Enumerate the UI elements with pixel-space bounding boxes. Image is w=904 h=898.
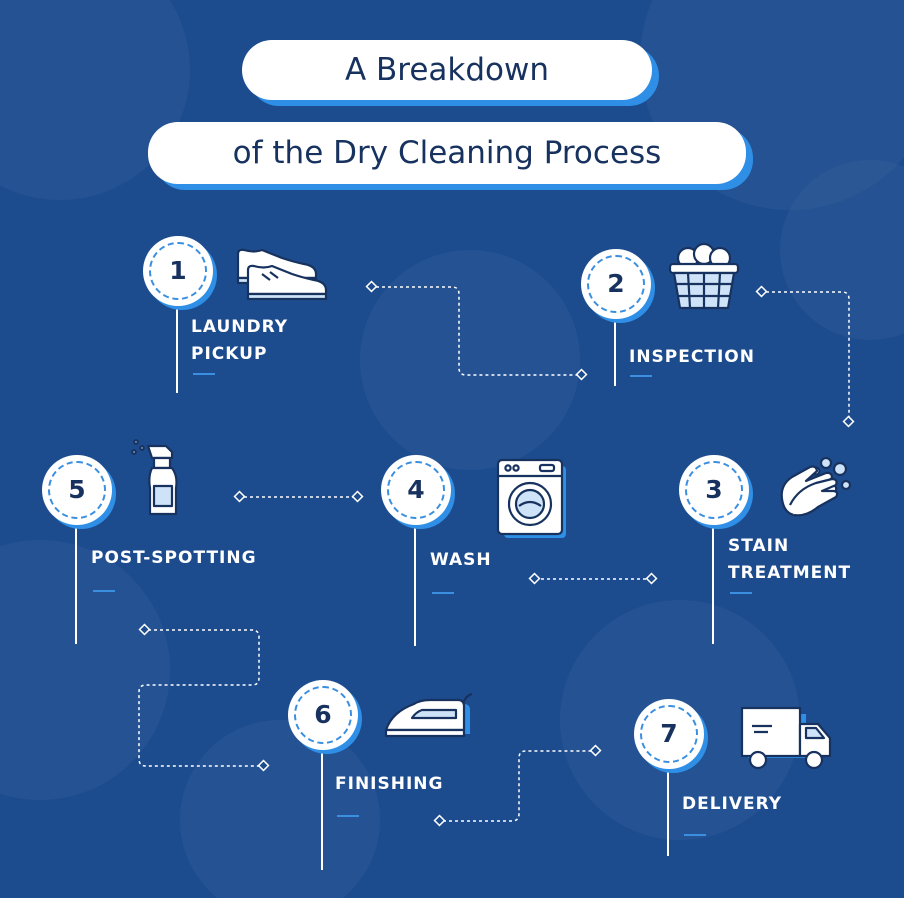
connector-1-2 (376, 286, 578, 376)
step-5-underline (93, 590, 115, 592)
step-1-label: LAUNDRY PICKUP (191, 314, 288, 368)
connector-node (365, 280, 378, 293)
connector-2-3 (766, 291, 850, 418)
step-2-line (614, 318, 616, 386)
step-1-badge: 1 (143, 236, 213, 306)
connector-node (433, 814, 446, 827)
step-5-line (75, 524, 77, 644)
step-6-label: FINISHING (335, 771, 443, 798)
connector-6-7 (443, 750, 592, 822)
connector-5-6 (138, 629, 260, 767)
step-6-line (321, 748, 323, 870)
step-3-label: STAIN TREATMENT (728, 533, 851, 587)
connector-node (233, 490, 246, 503)
step-5-number: 5 (68, 475, 86, 504)
step-6-badge: 6 (288, 680, 358, 750)
step-2-number: 2 (607, 269, 625, 298)
step-1-underline (193, 373, 215, 375)
sneakers-icon (236, 248, 328, 300)
step-2-badge: 2 (581, 249, 651, 319)
connector-node (842, 415, 855, 428)
connector-node (257, 759, 270, 772)
spray-bottle-icon (131, 439, 178, 516)
step-6-number: 6 (314, 700, 332, 729)
step-4-number: 4 (407, 475, 425, 504)
step-4-line (414, 524, 416, 646)
washing-hands-icon (780, 456, 852, 517)
step-2-label: INSPECTION (629, 344, 755, 371)
step-2-label-line: INSPECTION (629, 347, 755, 367)
step-4-underline (432, 592, 454, 594)
step-4-label: WASH (430, 547, 492, 574)
step-1-label-line: PICKUP (191, 344, 268, 364)
step-3-underline (730, 592, 752, 594)
step-7-label: DELIVERY (682, 791, 782, 818)
step-1-label-line: LAUNDRY (191, 317, 289, 337)
washing-machine-icon (496, 458, 566, 538)
connector-node (755, 285, 768, 298)
title-line-2: of the Dry Cleaning Process (148, 122, 746, 184)
step-5-label-line: POST-SPOTTING (91, 548, 257, 568)
step-4-label-line: WASH (430, 550, 492, 570)
delivery-truck-icon (740, 706, 832, 770)
step-7-number: 7 (660, 719, 678, 748)
connector-node (645, 572, 658, 585)
step-6-label-line: FINISHING (335, 774, 444, 794)
connector-node (575, 368, 588, 381)
step-5-label: POST-SPOTTING (91, 545, 257, 572)
step-2-underline (630, 375, 652, 377)
step-5-badge: 5 (42, 455, 112, 525)
title-line-1: A Breakdown (242, 40, 652, 100)
step-4-badge: 4 (381, 455, 451, 525)
step-7-label-line: DELIVERY (682, 794, 783, 814)
step-3-label-line: STAIN (728, 536, 790, 556)
connector-node (351, 490, 364, 503)
step-3-badge: 3 (679, 455, 749, 525)
laundry-basket-icon (668, 242, 740, 310)
step-7-line (667, 768, 669, 856)
step-1-line (176, 305, 178, 393)
connector-node (589, 744, 602, 757)
step-7-badge: 7 (634, 699, 704, 769)
iron-icon (384, 692, 473, 738)
connector-node (138, 623, 151, 636)
step-1-number: 1 (169, 256, 187, 285)
step-6-underline (337, 815, 359, 817)
connector-node (528, 572, 541, 585)
step-3-line (712, 524, 714, 644)
step-3-label-line: TREATMENT (728, 563, 852, 583)
step-3-number: 3 (705, 475, 723, 504)
step-7-underline (684, 834, 706, 836)
